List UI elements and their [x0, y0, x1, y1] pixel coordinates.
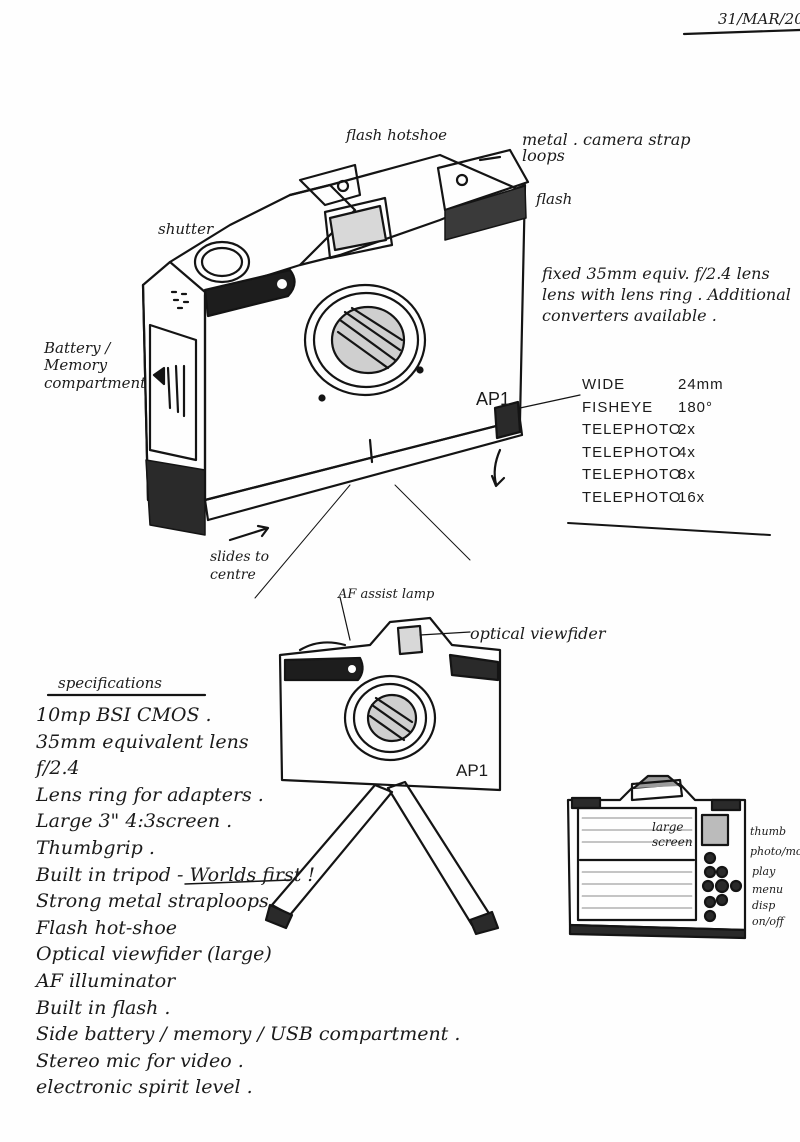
- strap-loops-label: metal . camera strap loops: [522, 130, 691, 165]
- lens-note: fixed 35mm equiv. f/2.4 lens lens with l…: [542, 264, 791, 325]
- converter-item: TELEPHOTO8x: [582, 466, 696, 483]
- spec-item: 10mp BSI CMOS .: [36, 704, 212, 726]
- flash-hotshoe-label: flash hotshoe: [346, 126, 448, 144]
- spec-item: Large 3" 4:3screen .: [36, 810, 233, 833]
- main-camera-drawing: [141, 148, 581, 599]
- back-camera-drawing: [566, 774, 747, 940]
- screen-label: large screen: [652, 820, 693, 849]
- button-label: photo/mo: [750, 845, 800, 858]
- battery-label: Battery / Memory compartment: [44, 339, 147, 392]
- button-label: on/off: [752, 915, 784, 928]
- button-label: thumb: [750, 825, 787, 838]
- af-assist-label: AF assist lamp: [338, 587, 435, 602]
- date-underline: [682, 28, 800, 36]
- button-label: disp: [752, 899, 776, 912]
- spec-item: Built in tripod - Worlds first !: [36, 863, 316, 886]
- spec-item: Stereo mic for video .: [36, 1049, 244, 1072]
- slides-label: slides to centre: [210, 549, 270, 584]
- converter-item: TELEPHOTO4x: [582, 443, 696, 461]
- front-camera-drawing: [264, 596, 502, 936]
- shutter-label: shutter: [158, 220, 214, 238]
- viewfinder-label: optical viewfider: [470, 624, 606, 643]
- flash-label: flash: [536, 190, 573, 208]
- spec-heading: specifications: [58, 674, 162, 692]
- button-label: menu: [752, 883, 784, 896]
- spec-list: 10mp BSI CMOS . 35mm equivalent lens f/2…: [36, 702, 460, 1101]
- spec-item: electronic spirit level .: [36, 1076, 253, 1099]
- spec-item: AF illuminator: [36, 969, 176, 992]
- date-label: 31/MAR/20: [718, 10, 800, 28]
- spec-item: f/2.4: [36, 757, 80, 780]
- main-model-label: AP1: [476, 389, 511, 409]
- spec-item: Flash hot-shoe: [36, 916, 178, 939]
- spec-item: Lens ring for adapters .: [36, 783, 264, 806]
- spec-item: Optical viewfider (large): [36, 943, 272, 966]
- spec-item: Side battery / memory / USB compartment …: [36, 1023, 461, 1046]
- converter-item: TELEPHOTO2x: [582, 421, 696, 438]
- converter-item: TELEPHOTO16x: [582, 488, 706, 506]
- spec-item: Strong metal straploops: [36, 890, 269, 913]
- spec-item: Thumbgrip .: [36, 836, 155, 859]
- spec-item: Built in flash .: [36, 996, 171, 1019]
- spec-item: 35mm equivalent lens: [36, 730, 249, 753]
- front-model-label: AP1: [456, 761, 489, 780]
- button-label: play: [752, 865, 776, 878]
